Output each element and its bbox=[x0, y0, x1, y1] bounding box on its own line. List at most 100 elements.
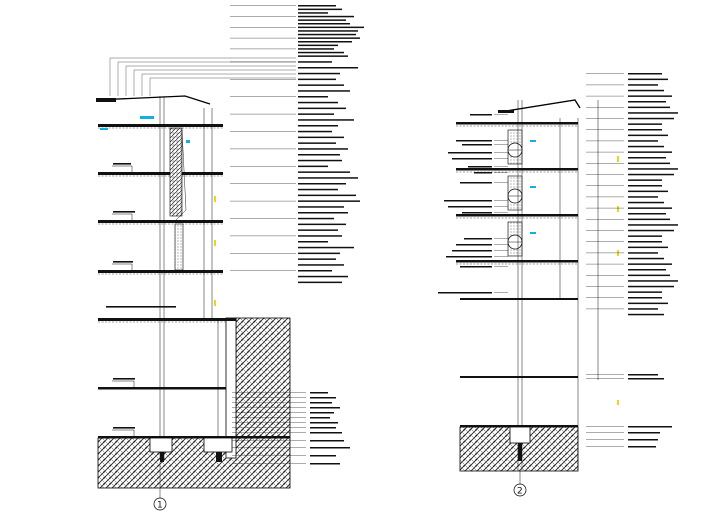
slab-footing-1 bbox=[98, 436, 290, 439]
detail-1-note-line bbox=[298, 142, 336, 144]
detail-2-note-line bbox=[628, 84, 658, 86]
detail-1-note-line bbox=[298, 235, 342, 237]
detail-2-note-line bbox=[628, 446, 656, 448]
detail-1-note-line bbox=[298, 26, 364, 29]
detail-1-note-line bbox=[298, 101, 338, 104]
detail-2-note-line bbox=[456, 244, 492, 246]
detail-2-note-line bbox=[628, 297, 662, 299]
detail-2-note-line bbox=[448, 152, 492, 154]
detail-1-note-line bbox=[298, 270, 332, 272]
detail-1-note-line bbox=[310, 440, 344, 442]
facade-wall-1 bbox=[169, 127, 183, 217]
detail-2-note-line bbox=[628, 308, 658, 310]
detail-1-note-line bbox=[298, 119, 354, 121]
detail-1-note-line bbox=[298, 90, 350, 92]
detail-1-note-line bbox=[310, 392, 328, 394]
detail-2-note-line bbox=[628, 89, 664, 92]
detail-2-note-line bbox=[628, 151, 672, 153]
detail-1-note-line bbox=[298, 19, 346, 21]
annotation-stack-2 bbox=[438, 73, 678, 448]
detail-2-note-line bbox=[462, 144, 492, 146]
detail-2-note-line bbox=[628, 106, 670, 109]
detail-2-note-line bbox=[628, 190, 668, 193]
detail-2-note-line bbox=[474, 172, 492, 174]
detail-1-note-line bbox=[298, 171, 350, 173]
detail-2-number: 2 bbox=[517, 487, 523, 497]
slab-level-1-1 bbox=[98, 270, 223, 273]
detail-1-note-line bbox=[298, 51, 344, 54]
detail-2-note-line bbox=[628, 302, 668, 305]
detail-2-note-line bbox=[628, 252, 658, 254]
detail-2-note-line bbox=[628, 432, 660, 434]
detail-1-note-line bbox=[298, 44, 338, 47]
detail-1-note-line bbox=[298, 183, 346, 185]
detail-1-note-line bbox=[298, 12, 328, 14]
detail-2-note-line bbox=[628, 426, 672, 428]
detail-2-note-line bbox=[628, 378, 664, 380]
detail-2-note-line bbox=[628, 235, 662, 237]
detail-2-note-line bbox=[628, 246, 668, 249]
detail-1-note-line bbox=[310, 427, 336, 429]
detail-1-note-line bbox=[310, 463, 340, 465]
detail-1-note-line bbox=[298, 78, 336, 81]
facade-wall-lower-1 bbox=[174, 223, 184, 271]
detail-2-note-line bbox=[628, 145, 664, 148]
detail-2-note-line bbox=[628, 224, 678, 226]
roof-parapet-1 bbox=[96, 98, 116, 102]
detail-1-note-line bbox=[310, 417, 330, 419]
detail-1-note-line bbox=[298, 130, 332, 133]
detail-2-note-line bbox=[628, 207, 672, 209]
detail-1-note-line bbox=[310, 412, 334, 414]
detail-1-note-line bbox=[310, 447, 350, 449]
detail-1-note-line bbox=[298, 37, 360, 39]
detail-2-note-line bbox=[464, 238, 492, 240]
detail-2-note-line bbox=[628, 134, 668, 137]
detail-2-note-line bbox=[628, 162, 670, 165]
detail-1-number: 1 bbox=[157, 501, 163, 511]
detail-2-note-line bbox=[444, 200, 492, 202]
detail-2-note-line bbox=[628, 374, 658, 376]
detail-1-note-line bbox=[298, 212, 348, 214]
detail-2-note-line bbox=[628, 101, 666, 103]
section-detail-1 bbox=[95, 95, 291, 489]
footing-right-1 bbox=[203, 437, 233, 453]
detail-2-note-line bbox=[628, 173, 674, 176]
roof-slope-1 bbox=[95, 95, 211, 105]
detail-2-note-line bbox=[628, 291, 662, 293]
detail-1-note-line bbox=[310, 422, 338, 424]
detail-2-note-line bbox=[628, 269, 666, 271]
detail-1-note-line bbox=[298, 125, 338, 127]
detail-2-note-line bbox=[628, 280, 678, 282]
slab-basement-1 bbox=[98, 387, 226, 390]
detail-2-note-line bbox=[628, 123, 662, 125]
detail-2-note-line bbox=[628, 117, 674, 120]
detail-1-note-line bbox=[298, 258, 336, 260]
detail-1-note-line bbox=[298, 275, 348, 278]
detail-2-note-line bbox=[462, 298, 492, 300]
detail-2-note-line bbox=[628, 73, 662, 75]
detail-1-note-line bbox=[298, 188, 338, 191]
detail-2-note-line bbox=[628, 185, 662, 187]
detail-2-note-line bbox=[452, 158, 492, 160]
detail-2-note-line bbox=[460, 266, 492, 268]
detail-1-note-line bbox=[298, 229, 338, 231]
detail-1-note-line bbox=[310, 402, 332, 404]
detail-2-note-line bbox=[628, 78, 668, 81]
facade-column-2 bbox=[507, 129, 523, 257]
detail-1-note-line bbox=[310, 407, 340, 409]
detail-1-note-line bbox=[298, 246, 354, 249]
detail-2-note-line bbox=[438, 292, 492, 294]
slab-level-2-1 bbox=[98, 220, 223, 223]
detail-1-note-line bbox=[298, 252, 340, 255]
detail-2-note-line bbox=[628, 439, 658, 441]
detail-2-note-line bbox=[456, 140, 492, 142]
detail-2-note-line bbox=[628, 241, 662, 243]
detail-1-note-line bbox=[298, 154, 340, 156]
slab-level-roof-1 bbox=[98, 124, 223, 127]
detail-2-note-line bbox=[628, 285, 674, 288]
detail-1-note-line bbox=[298, 96, 328, 98]
detail-1-note-line bbox=[298, 41, 352, 43]
detail-2-note-line bbox=[628, 274, 670, 277]
detail-2-note-line bbox=[628, 201, 664, 204]
detail-2-note-line bbox=[628, 157, 666, 159]
